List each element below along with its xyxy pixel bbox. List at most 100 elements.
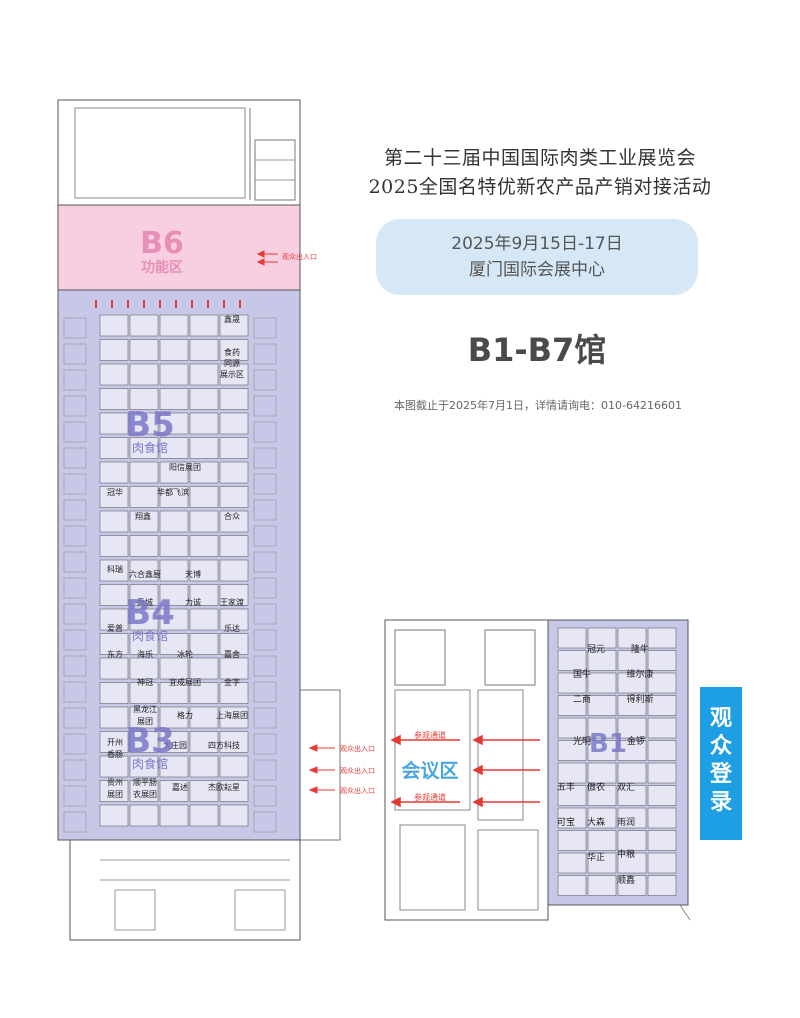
- b1-booth-label: 傲农: [587, 781, 605, 793]
- aisle-cell: [63, 629, 87, 651]
- b1-booth: [587, 830, 617, 851]
- booth: [219, 584, 249, 606]
- booth: [99, 388, 129, 410]
- b1-booth: [587, 717, 617, 739]
- booth: [129, 461, 159, 484]
- entrance-markers: [95, 300, 241, 308]
- b1-booth-label: 维尔康: [626, 668, 653, 680]
- booth: [219, 755, 249, 778]
- b1-booth: [617, 717, 647, 739]
- booth: [159, 657, 189, 680]
- booth: [159, 412, 189, 435]
- b1-booth: [587, 762, 617, 784]
- b1-booth: [557, 852, 587, 874]
- b1-booth: [557, 830, 587, 851]
- booth: [219, 731, 249, 753]
- b6-name: 功能区: [141, 259, 183, 276]
- aisle-cell: [253, 421, 277, 443]
- booth-label: 杰欧耘星: [208, 782, 240, 792]
- b1-booth-label: 大森: [587, 816, 605, 828]
- aisle-cell: [63, 551, 87, 573]
- aisle-cell: [63, 655, 87, 677]
- aisle-cell: [253, 681, 277, 703]
- aisle-cell: [63, 421, 87, 443]
- exit-label-b3-3: 观众出入口: [340, 786, 375, 795]
- booth-label: 冰轮: [177, 649, 193, 659]
- aisle-cell: [63, 395, 87, 417]
- aisle-cell: [253, 629, 277, 651]
- booth-label: 贵州: [107, 777, 123, 787]
- booth: [129, 363, 159, 386]
- booth: [159, 535, 189, 557]
- aisle-cell: [63, 759, 87, 781]
- b5-label: B5: [125, 405, 175, 445]
- aisle-cell: [253, 577, 277, 599]
- aisle-cell: [63, 499, 87, 521]
- booth: [159, 314, 189, 337]
- booth: [219, 682, 249, 704]
- left-entrance-arrows: [256, 250, 335, 794]
- booth: [189, 535, 219, 557]
- b1-booth: [587, 650, 617, 671]
- booth: [129, 584, 159, 606]
- booth: [219, 388, 249, 410]
- booth: [219, 706, 249, 729]
- b1-booth: [557, 785, 587, 806]
- booth: [219, 804, 249, 827]
- event-date: 2025年9月15日-17日: [451, 234, 623, 254]
- booth: [99, 559, 129, 582]
- b1-booth: [647, 740, 677, 761]
- aisle-cell: [63, 681, 87, 703]
- booth: [189, 388, 219, 410]
- visitor-registration-button[interactable]: 观 众 登 录: [700, 687, 742, 840]
- booth: [129, 535, 159, 557]
- b1-booth: [557, 875, 587, 896]
- booth: [129, 780, 159, 802]
- booth: [189, 731, 219, 753]
- b1-booth: [557, 762, 587, 784]
- b1-booth-label: 隆牛: [631, 643, 649, 655]
- b1-booth-label: 雨润: [617, 816, 635, 828]
- aisle-cell: [253, 707, 277, 729]
- booth: [129, 633, 159, 655]
- booth: [189, 584, 219, 606]
- b1-booth: [617, 740, 647, 761]
- aisle-cell: [63, 707, 87, 729]
- b1-booth-label: 冠元: [587, 644, 605, 655]
- aisle-cell: [253, 811, 277, 833]
- b1-booth: [617, 830, 647, 851]
- aisle-cell: [253, 525, 277, 547]
- booth: [159, 486, 189, 508]
- aisle-cell: [63, 317, 87, 339]
- contact-note: 本图截止于2025年7月1日，详情请询电：010-64216601: [394, 399, 682, 412]
- entrance-marker: [159, 300, 161, 308]
- aisle-cell: [63, 525, 87, 547]
- booth-label: 天博: [185, 569, 201, 579]
- booth: [99, 608, 129, 631]
- aisle-cell: [63, 733, 87, 755]
- booth-label: 鑫晟: [224, 314, 240, 324]
- booth: [189, 486, 219, 508]
- halls-heading: B1-B7馆: [467, 331, 607, 369]
- booth: [189, 363, 219, 386]
- booth: [159, 339, 189, 361]
- booth: [99, 314, 129, 337]
- booth: [159, 559, 189, 582]
- booth: [189, 682, 219, 704]
- b1-booth: [557, 627, 587, 649]
- b1-booth-label: 华正: [587, 851, 605, 863]
- booth: [159, 510, 189, 533]
- b1-booth: [617, 695, 647, 716]
- b1-booth: [647, 830, 677, 851]
- aisle-cell: [253, 447, 277, 469]
- booth: [159, 461, 189, 484]
- booth-label: 华都飞滨: [157, 487, 189, 497]
- b6-label: B6: [140, 226, 184, 261]
- date-venue-box: 2025年9月15日-17日 厦门国际会展中心: [376, 219, 698, 295]
- b1-booth: [647, 852, 677, 874]
- b5-name: 肉食馆: [132, 440, 168, 455]
- booth: [129, 510, 159, 533]
- aisle-cell: [253, 759, 277, 781]
- booth: [159, 682, 189, 704]
- booth-label: 阳信展团: [169, 462, 201, 472]
